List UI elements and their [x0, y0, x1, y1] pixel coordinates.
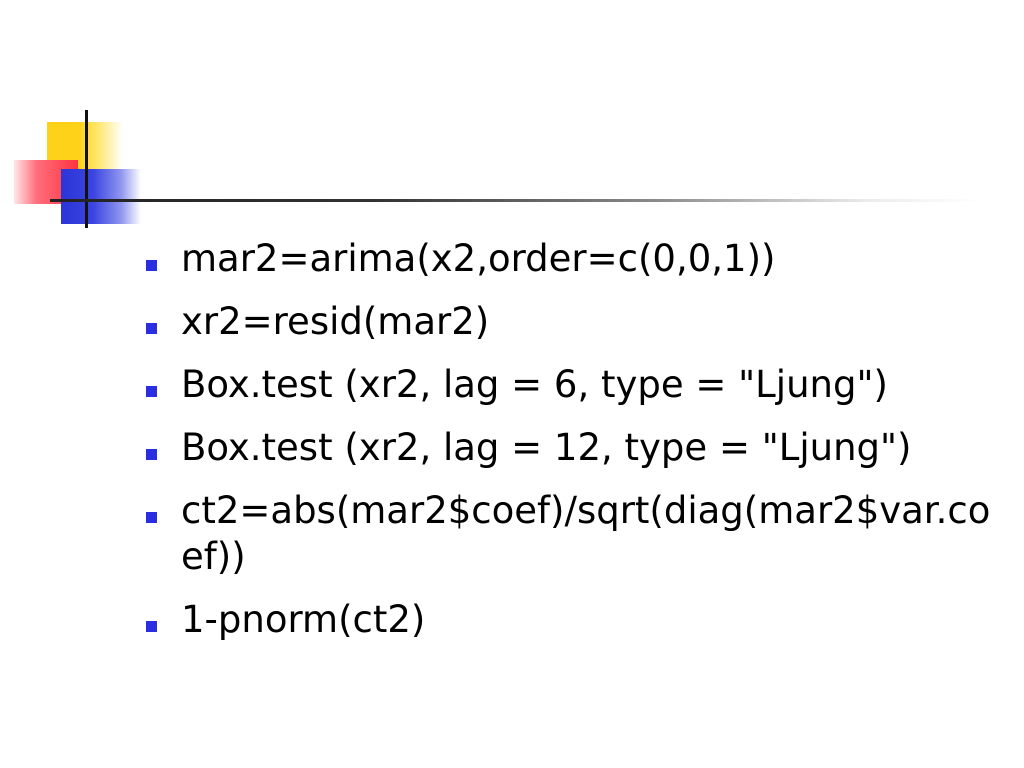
square-bullet-icon [146, 386, 157, 397]
bullet-text: xr2=resid(mar2) [181, 300, 490, 343]
title-divider-line [50, 199, 980, 202]
bullet-text: mar2=arima(x2,order=c(0,0,1)) [181, 237, 776, 280]
square-bullet-icon [146, 260, 157, 271]
bullet-item: ct2=abs(mar2$coef)/sqrt(diag(mar2$var.co… [146, 488, 996, 580]
bullet-text: Box.test (xr2, lag = 12, type = "Ljung") [181, 426, 912, 469]
decorative-vertical-line [85, 110, 88, 228]
square-bullet-icon [146, 449, 157, 460]
bullet-text: Box.test (xr2, lag = 6, type = "Ljung") [181, 363, 888, 406]
bullet-item: mar2=arima(x2,order=c(0,0,1)) [146, 236, 996, 282]
bullet-item: Box.test (xr2, lag = 12, type = "Ljung") [146, 425, 996, 471]
square-bullet-icon [146, 621, 157, 632]
bullet-text: ct2=abs(mar2$coef)/sqrt(diag(mar2$var.co… [181, 489, 991, 578]
decorative-blue-square [61, 169, 141, 224]
bullet-item: 1-pnorm(ct2) [146, 597, 996, 643]
bullet-item: xr2=resid(mar2) [146, 299, 996, 345]
square-bullet-icon [146, 323, 157, 334]
bullet-text: 1-pnorm(ct2) [181, 598, 426, 641]
bullet-item: Box.test (xr2, lag = 6, type = "Ljung") [146, 362, 996, 408]
square-bullet-icon [146, 512, 157, 523]
bullet-list: mar2=arima(x2,order=c(0,0,1)) xr2=resid(… [146, 236, 996, 660]
